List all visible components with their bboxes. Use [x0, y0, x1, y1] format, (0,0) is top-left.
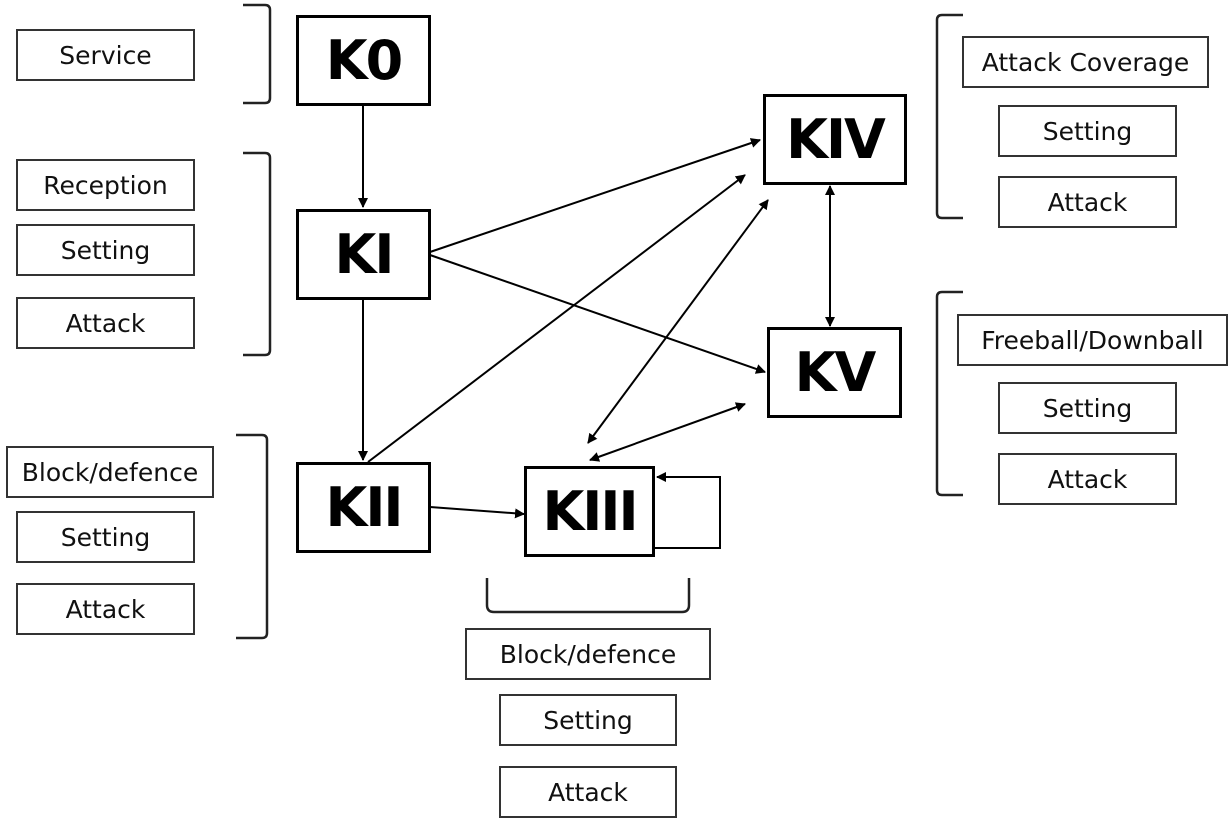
action-k1-attack: Attack — [16, 297, 195, 349]
action-k5-freeball-downball: Freeball/Downball — [957, 314, 1228, 366]
complex-k2: KII — [296, 462, 431, 553]
bracket-k5 — [935, 290, 963, 497]
bracket-k0 — [243, 3, 272, 105]
action-k2-attack: Attack — [16, 583, 195, 635]
arrow-k3-k5 — [589, 402, 746, 462]
arrow-k1-to-k4 — [429, 138, 761, 253]
action-k2-block-defence: Block/defence — [6, 446, 214, 498]
arrow-k2-to-k3 — [429, 506, 525, 519]
action-k4-attack-coverage: Attack Coverage — [962, 36, 1209, 88]
action-k1-setting: Setting — [16, 224, 195, 276]
bracket-k1 — [243, 151, 272, 357]
action-k0-service: Service — [16, 29, 195, 81]
action-k4-setting: Setting — [998, 105, 1177, 157]
bracket-k2 — [236, 433, 269, 640]
complex-k5: KV — [767, 327, 902, 418]
action-k3-setting: Setting — [499, 694, 677, 746]
arrow-k3-loop — [655, 472, 721, 549]
complex-k1: KI — [296, 209, 431, 300]
bracket-k3 — [485, 578, 691, 614]
action-k5-attack: Attack — [998, 453, 1177, 505]
action-k1-reception: Reception — [16, 159, 195, 211]
action-k5-setting: Setting — [998, 382, 1177, 434]
action-k3-block-defence: Block/defence — [465, 628, 711, 680]
action-k3-attack: Attack — [499, 766, 677, 818]
arrow-k3-k4 — [587, 199, 769, 444]
complex-k0: K0 — [296, 15, 431, 106]
complex-k3: KIII — [524, 466, 655, 557]
action-k4-attack: Attack — [998, 176, 1177, 228]
action-k2-setting: Setting — [16, 511, 195, 563]
bracket-k4 — [935, 13, 963, 220]
complex-k4: KIV — [763, 94, 907, 185]
